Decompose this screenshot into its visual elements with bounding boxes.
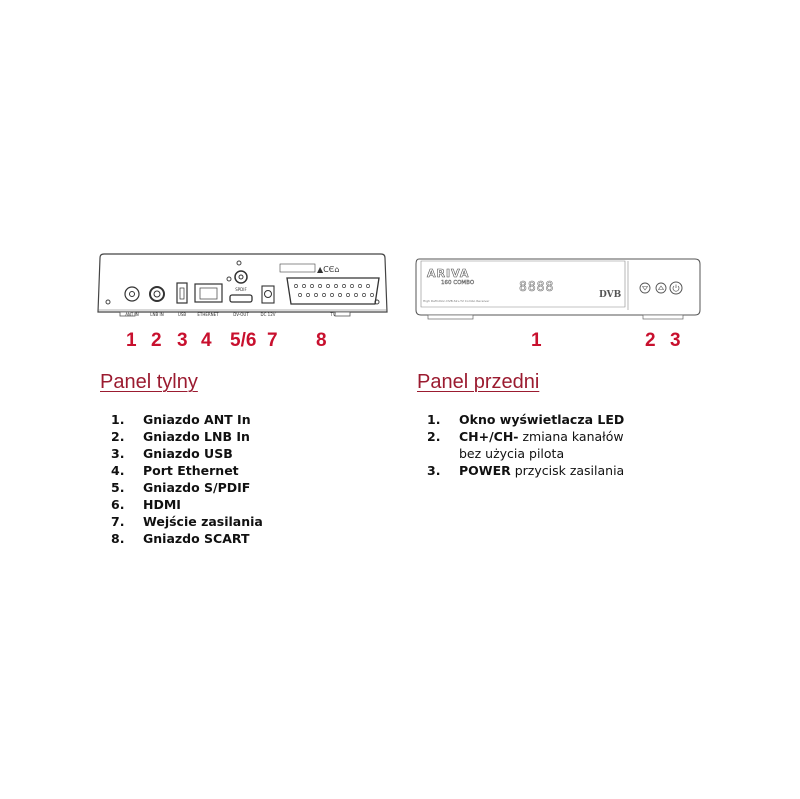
scart-pin bbox=[350, 284, 354, 288]
port-label: USB bbox=[178, 312, 186, 317]
list-item: 4.Port Ethernet bbox=[111, 463, 239, 478]
scart-pin bbox=[338, 293, 342, 297]
list-item: 3.Gniazdo USB bbox=[111, 446, 233, 461]
callout-back-3: 3 bbox=[177, 330, 188, 351]
scart-pin bbox=[330, 293, 334, 297]
callout-front-3: 3 bbox=[670, 330, 681, 351]
back-panel-heading: Panel tylny bbox=[100, 371, 198, 393]
scart-pin bbox=[342, 284, 346, 288]
callout-front-2: 2 bbox=[645, 330, 656, 351]
scart-pin bbox=[362, 293, 366, 297]
list-item: 1.Gniazdo ANT In bbox=[111, 412, 251, 427]
ch-down-button bbox=[639, 282, 651, 294]
list-item: 8.Gniazdo SCART bbox=[111, 531, 250, 546]
callout-back-5-6: 5/6 bbox=[230, 330, 257, 351]
callout-back-2: 2 bbox=[151, 330, 162, 351]
ch-up-button bbox=[655, 282, 667, 294]
scart-pin bbox=[326, 284, 330, 288]
led-display: 8888 bbox=[519, 280, 554, 295]
scart-pin bbox=[298, 293, 302, 297]
model-name: 160 COMBO bbox=[441, 280, 475, 286]
front-panel-drawing: ARIVA 160 COMBO 8888 High Definition DVB… bbox=[415, 258, 701, 320]
list-item: 5.Gniazdo S/PDIF bbox=[111, 480, 251, 495]
power-icon bbox=[669, 281, 683, 295]
scart-pin bbox=[322, 293, 326, 297]
list-item: 6.HDMI bbox=[111, 497, 181, 512]
scart-pin bbox=[314, 293, 318, 297]
port-label: LNB IN bbox=[150, 312, 163, 317]
port-label: SPDIF bbox=[235, 287, 247, 292]
list-item: 3.POWER przycisk zasilania bbox=[427, 463, 625, 478]
scart-pin bbox=[334, 284, 338, 288]
scart-pin bbox=[370, 293, 374, 297]
port-label: ANT IN bbox=[125, 312, 139, 317]
front-panel-heading: Panel przedni bbox=[417, 371, 540, 393]
list-item: 1.Okno wyświetlacza LED bbox=[427, 412, 625, 427]
port-label: TV bbox=[329, 312, 335, 317]
back-panel-drawing: ▲CЄ⌂ ANT IN LNB IN USB ETHERNET SPDIF DV… bbox=[97, 253, 388, 317]
scart-pin bbox=[358, 284, 362, 288]
list-item: 2.Gniazdo LNB In bbox=[111, 429, 250, 444]
port-label: DV-OUT bbox=[233, 312, 249, 317]
callout-back-4: 4 bbox=[201, 330, 212, 351]
dvb-logo: DVB bbox=[599, 290, 622, 300]
scart-pin bbox=[310, 284, 314, 288]
back-panel-list: 1.Gniazdo ANT In 2.Gniazdo LNB In 3.Gnia… bbox=[111, 411, 263, 547]
scart-pin bbox=[318, 284, 322, 288]
brand-logo: ARIVA bbox=[427, 267, 469, 280]
scart-pin bbox=[294, 284, 298, 288]
tagline: High Definition DVB-S2+T2 Combo Receiver bbox=[423, 299, 490, 303]
scart-pin bbox=[354, 293, 358, 297]
callout-back-8: 8 bbox=[316, 330, 327, 351]
scart-pin bbox=[302, 284, 306, 288]
callout-back-1: 1 bbox=[126, 330, 137, 351]
callout-front-1: 1 bbox=[531, 330, 542, 351]
port-label: ETHERNET bbox=[197, 312, 219, 317]
front-panel-list: 1.Okno wyświetlacza LED 2.CH+/CH- zmiana… bbox=[427, 411, 624, 479]
svg-text:▲CЄ⌂: ▲CЄ⌂ bbox=[317, 265, 339, 274]
scart-pin bbox=[366, 284, 370, 288]
port-label: DC 12V bbox=[261, 312, 276, 317]
callout-back-7: 7 bbox=[267, 330, 278, 351]
list-item: 7.Wejście zasilania bbox=[111, 514, 263, 529]
scart-pin bbox=[346, 293, 350, 297]
scart-pin bbox=[306, 293, 310, 297]
